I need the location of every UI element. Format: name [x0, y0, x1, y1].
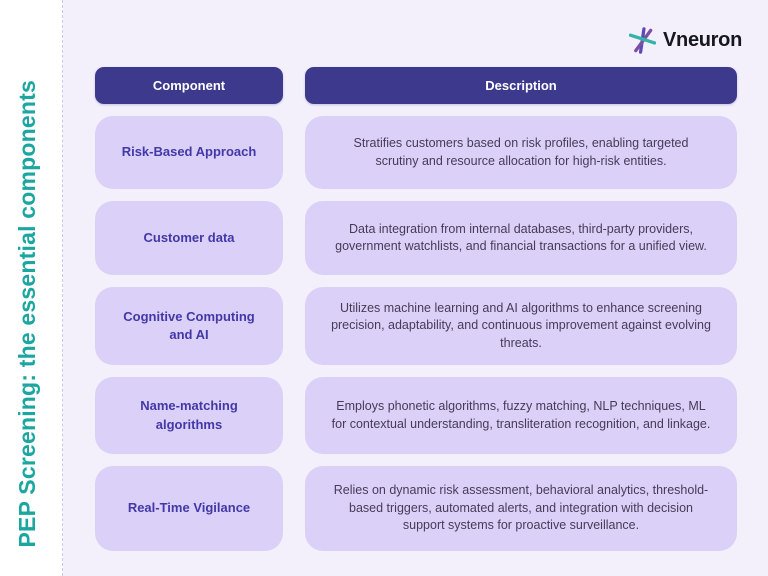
component-cell: Risk-Based Approach: [95, 116, 283, 189]
component-cell: Real-Time Vigilance: [95, 466, 283, 551]
component-cell: Cognitive Computing and AI: [95, 287, 283, 365]
column-header-component: Component: [95, 67, 283, 104]
table-row: Customer data Data integration from inte…: [95, 201, 737, 275]
table-row: Name-matching algorithms Employs phoneti…: [95, 377, 737, 454]
description-cell: Data integration from internal databases…: [305, 201, 737, 275]
table-row: Risk-Based Approach Stratifies customers…: [95, 116, 737, 189]
description-cell: Stratifies customers based on risk profi…: [305, 116, 737, 189]
component-cell: Name-matching algorithms: [95, 377, 283, 454]
column-header-description: Description: [305, 67, 737, 104]
asterisk-icon: [628, 27, 656, 54]
left-title-strip: PEP Screening: the essential components: [0, 0, 63, 576]
table-row: Cognitive Computing and AI Utilizes mach…: [95, 287, 737, 365]
description-cell: Employs phonetic algorithms, fuzzy match…: [305, 377, 737, 454]
page-title: PEP Screening: the essential components: [14, 80, 40, 548]
description-cell: Relies on dynamic risk assessment, behav…: [305, 466, 737, 551]
table-header-row: Component Description: [95, 67, 737, 104]
component-cell: Customer data: [95, 201, 283, 275]
brand-name: Vneuron: [662, 29, 742, 51]
brand-logo: Vneuron: [628, 27, 742, 54]
table-body: Risk-Based Approach Stratifies customers…: [95, 116, 737, 551]
components-table: Component Description Risk-Based Approac…: [95, 67, 737, 551]
table-row: Real-Time Vigilance Relies on dynamic ri…: [95, 466, 737, 551]
description-cell: Utilizes machine learning and AI algorit…: [305, 287, 737, 365]
